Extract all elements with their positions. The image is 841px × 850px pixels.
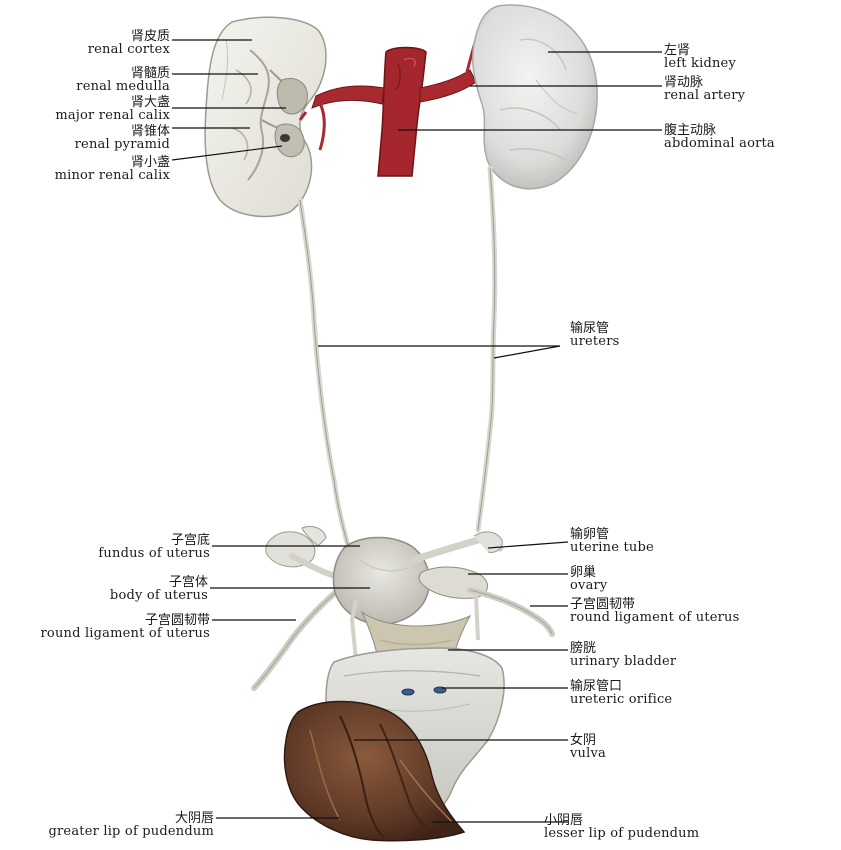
leader-minor-calix — [171, 145, 283, 161]
label-abdominal-aorta: 腹主动脉 abdominal aorta — [664, 124, 775, 150]
label-en: major renal calix — [55, 108, 170, 123]
cut-kidney — [204, 16, 327, 218]
label-minor-renal-calix: 肾小盏 minor renal calix — [0, 156, 170, 182]
label-round-ligament-right: 子宫圆韧带 round ligament of uterus — [570, 598, 740, 624]
label-uterine-tube: 输卵管 uterine tube — [570, 528, 654, 554]
label-en: urinary bladder — [570, 654, 677, 669]
label-zh: 输卵管 — [570, 527, 610, 542]
label-en: renal medulla — [76, 79, 170, 94]
label-zh: 肾锥体 — [130, 124, 170, 139]
label-en: renal cortex — [87, 42, 170, 57]
label-zh: 子宫底 — [170, 533, 210, 548]
label-en: vulva — [570, 746, 606, 761]
label-ureteric-orifice: 输尿管口 ureteric orifice — [570, 680, 672, 706]
label-zh: 输尿管 — [570, 321, 610, 336]
label-zh: 子宫圆韧带 — [144, 613, 210, 628]
label-zh: 膀胱 — [570, 641, 597, 656]
label-en: ureters — [570, 334, 620, 349]
label-fundus-of-uterus: 子宫底 fundus of uterus — [0, 534, 210, 560]
label-greater-lip: 大阴唇 greater lip of pudendum — [0, 811, 215, 839]
leader-uterine-tube — [487, 541, 569, 549]
label-zh: 女阴 — [570, 733, 597, 748]
abdominal-aorta-vessel — [298, 33, 495, 177]
label-en: round ligament of uterus — [40, 626, 210, 641]
label-zh: 肾髓质 — [130, 66, 170, 81]
label-en: ureteric orifice — [570, 692, 673, 707]
label-zh: 肾皮质 — [130, 29, 170, 44]
label-en: lesser lip of pudendum — [544, 826, 700, 841]
label-en: fundus of uterus — [98, 546, 210, 561]
label-zh: 腹主动脉 — [664, 123, 717, 138]
label-renal-cortex: 肾皮质 renal cortex — [0, 30, 170, 56]
label-en: abdominal aorta — [664, 136, 775, 151]
left-kidney-organ — [471, 4, 598, 190]
label-en: left kidney — [664, 56, 736, 71]
label-zh: 肾大盏 — [130, 95, 170, 110]
label-zh: 左肾 — [664, 43, 691, 58]
label-zh: 输尿管口 — [570, 679, 623, 694]
label-zh: 小阴唇 — [544, 813, 584, 828]
label-urinary-bladder: 膀胱 urinary bladder — [570, 642, 676, 668]
label-vulva: 女阴 vulva — [570, 734, 606, 760]
label-round-ligament-left: 子宫圆韧带 round ligament of uterus — [0, 613, 211, 641]
ureter-tubes — [297, 165, 498, 549]
label-zh: 子宫体 — [168, 575, 208, 590]
label-zh: 肾动脉 — [664, 75, 704, 90]
vulva-organ — [283, 700, 466, 842]
leader-ureter-right — [493, 345, 561, 359]
label-en: uterine tube — [570, 540, 654, 555]
label-major-renal-calix: 肾大盏 major renal calix — [0, 96, 170, 122]
label-body-of-uterus: 子宫体 body of uterus — [0, 576, 208, 602]
label-renal-medulla: 肾髓质 renal medulla — [0, 67, 170, 93]
label-en: minor renal calix — [54, 168, 170, 183]
label-en: ovary — [570, 578, 608, 593]
leader-lines — [171, 39, 662, 823]
label-zh: 子宫圆韧带 — [570, 597, 636, 612]
label-en: round ligament of uterus — [570, 610, 740, 625]
label-en: body of uterus — [109, 588, 208, 603]
label-left-kidney: 左肾 left kidney — [664, 44, 736, 70]
label-renal-artery: 肾动脉 renal artery — [664, 76, 745, 102]
label-en: renal pyramid — [74, 137, 170, 152]
label-lesser-lip: 小阴唇 lesser lip of pudendum — [544, 814, 699, 840]
label-en: renal artery — [664, 88, 746, 103]
label-zh: 卵巢 — [570, 565, 597, 580]
label-ovary: 卵巢 ovary — [570, 566, 607, 592]
label-zh: 肾小盏 — [130, 155, 170, 170]
label-ureters: 输尿管 ureters — [570, 322, 619, 348]
label-zh: 大阴唇 — [174, 811, 214, 826]
label-renal-pyramid: 肾锥体 renal pyramid — [0, 125, 170, 151]
label-en: greater lip of pudendum — [48, 824, 214, 839]
